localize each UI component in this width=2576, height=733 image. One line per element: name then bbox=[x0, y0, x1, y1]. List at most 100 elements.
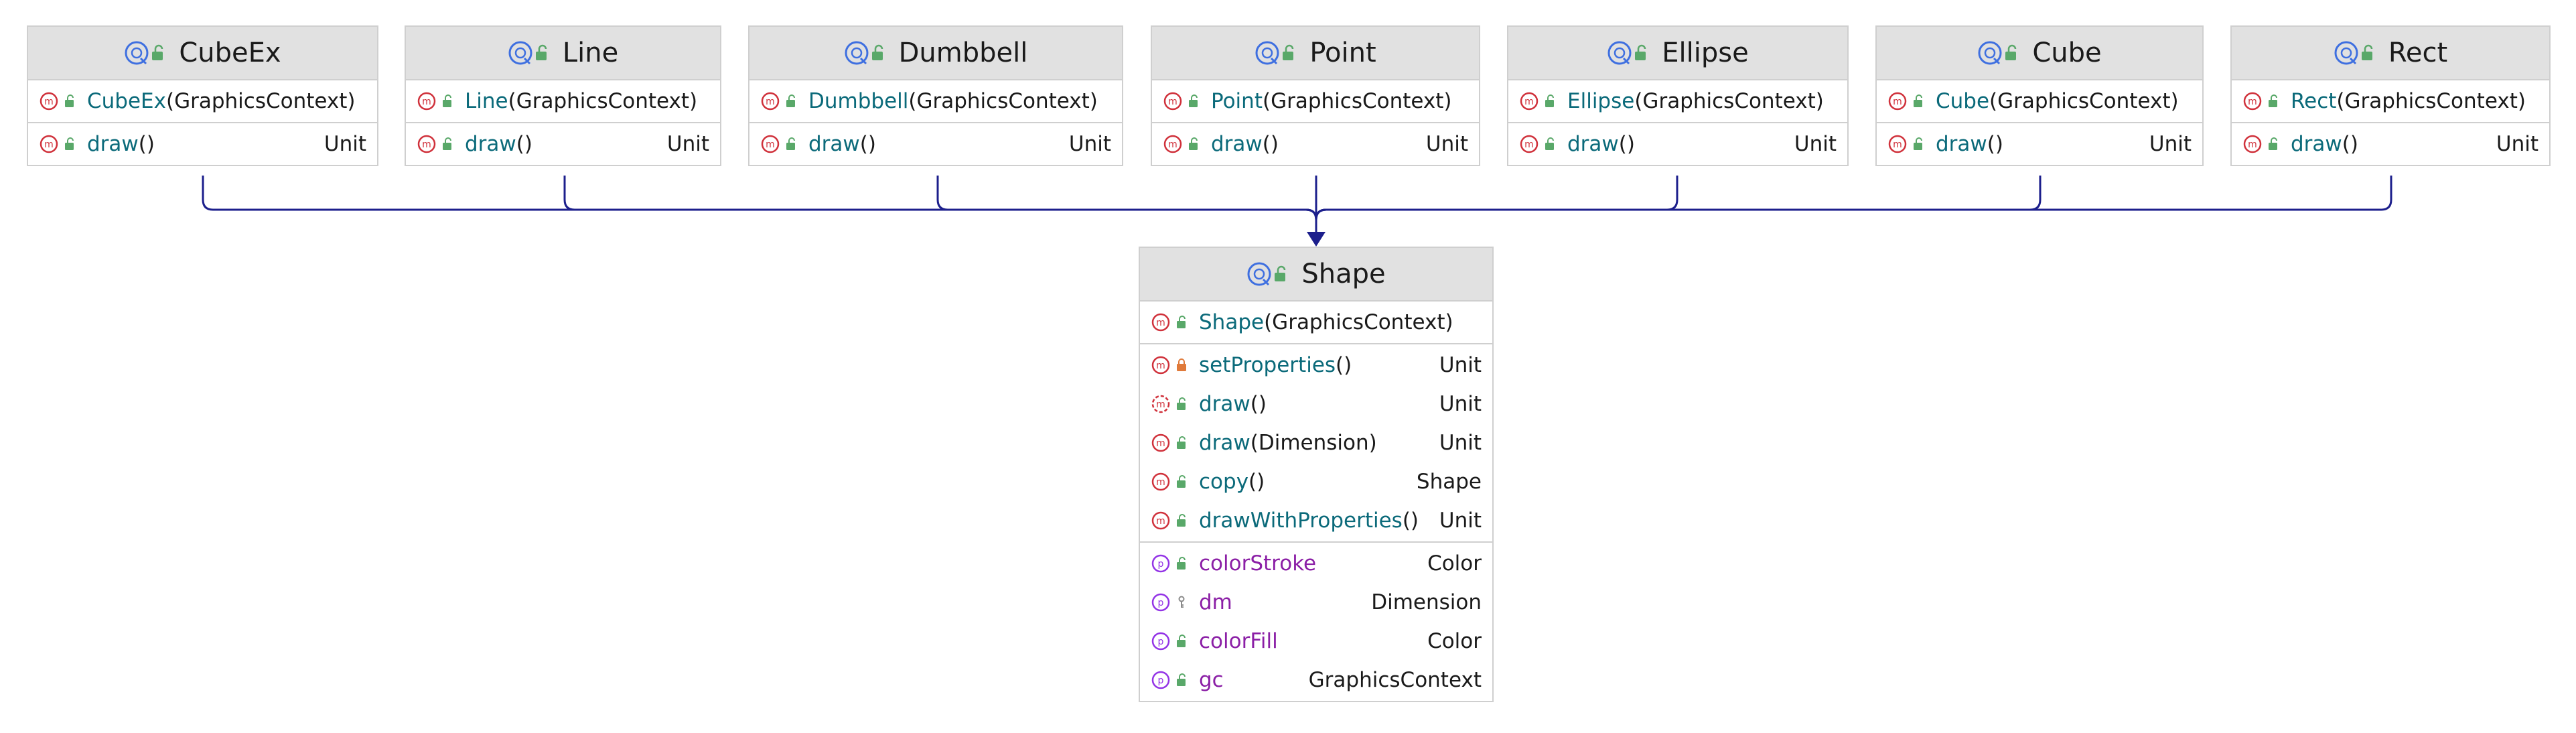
property-name: dm bbox=[1199, 590, 1232, 614]
member-name: copy bbox=[1199, 470, 1249, 494]
svg-text:p: p bbox=[1158, 675, 1164, 686]
class-icons bbox=[2334, 40, 2376, 66]
property-icon: p bbox=[1151, 592, 1171, 612]
method-row[interactable]: m draw() Unit bbox=[1877, 125, 2202, 163]
svg-text:m: m bbox=[422, 139, 431, 150]
abstract-class-icon bbox=[845, 41, 869, 65]
method-row[interactable]: m draw() Unit bbox=[1152, 125, 1479, 163]
svg-text:m: m bbox=[1524, 96, 1534, 107]
member-params: (GraphicsContext) bbox=[1634, 89, 1824, 113]
member-params: (GraphicsContext) bbox=[508, 89, 698, 113]
class-shape[interactable]: Shape m Shape(GraphicsContext) m setProp… bbox=[1139, 247, 1494, 702]
member-params: () bbox=[516, 132, 532, 156]
method-row[interactable]: m draw() Unit bbox=[2232, 125, 2549, 163]
constructor-row[interactable]: m Rect(GraphicsContext) bbox=[2232, 82, 2549, 121]
member-name: Cube bbox=[1936, 89, 1990, 113]
svg-text:m: m bbox=[1168, 96, 1177, 107]
methods-section: m draw() Unit bbox=[2232, 123, 2549, 165]
property-row[interactable]: p gc GraphicsContext bbox=[1140, 661, 1492, 699]
public-lock-icon bbox=[784, 137, 799, 151]
member-name: draw bbox=[87, 132, 139, 156]
class-rect[interactable]: Rect m Rect(GraphicsContext) m draw() Un… bbox=[2230, 25, 2551, 166]
svg-text:m: m bbox=[766, 139, 775, 150]
public-lock-icon bbox=[1912, 94, 1926, 109]
svg-text:m: m bbox=[1524, 139, 1534, 150]
public-lock-icon bbox=[2267, 94, 2281, 109]
constructor-row[interactable]: m Ellipse(GraphicsContext) bbox=[1508, 82, 1847, 121]
member-name: draw bbox=[2291, 132, 2342, 156]
constructor-row[interactable]: m Point(GraphicsContext) bbox=[1152, 82, 1479, 121]
constructor-row[interactable]: m CubeEx(GraphicsContext) bbox=[28, 82, 377, 121]
public-lock-icon bbox=[1175, 474, 1190, 489]
class-header: Dumbbell bbox=[749, 27, 1122, 80]
svg-text:p: p bbox=[1158, 598, 1164, 608]
methods-section: m draw() Unit bbox=[28, 123, 377, 165]
method-row[interactable]: m draw() Unit bbox=[406, 125, 720, 163]
member-type: Unit bbox=[1439, 509, 1482, 533]
constructor-row[interactable]: m Line(GraphicsContext) bbox=[406, 82, 720, 121]
member-params: () bbox=[1402, 509, 1419, 533]
method-row[interactable]: m copy() Shape bbox=[1140, 462, 1492, 501]
edge-line-to-shape bbox=[563, 176, 1317, 235]
member-name: draw bbox=[808, 132, 860, 156]
member-name: drawWithProperties bbox=[1199, 509, 1403, 533]
class-line[interactable]: Line m Line(GraphicsContext) m draw() Un… bbox=[405, 25, 721, 166]
public-lock-icon bbox=[1175, 397, 1190, 411]
svg-text:m: m bbox=[2248, 139, 2257, 150]
class-cubeex[interactable]: CubeEx m CubeEx(GraphicsContext) m draw(… bbox=[27, 25, 378, 166]
class-ellipse[interactable]: Ellipse m Ellipse(GraphicsContext) m dra… bbox=[1507, 25, 1849, 166]
public-lock-icon bbox=[784, 94, 799, 109]
member-type: Unit bbox=[1068, 132, 1111, 156]
public-lock-icon bbox=[2361, 44, 2373, 60]
constructors-section: m Ellipse(GraphicsContext) bbox=[1508, 80, 1847, 123]
properties-section: p colorStroke Color p dm Dimension p col… bbox=[1140, 543, 1492, 701]
member-type: Shape bbox=[1416, 470, 1482, 494]
property-icon: p bbox=[1151, 553, 1171, 574]
class-dumbbell[interactable]: Dumbbell m Dumbbell(GraphicsContext) m d… bbox=[748, 25, 1123, 166]
member-type: GraphicsContext bbox=[1308, 668, 1482, 692]
svg-text:m: m bbox=[1893, 139, 1902, 150]
constructor-row[interactable]: m Cube(GraphicsContext) bbox=[1877, 82, 2202, 121]
member-name: Shape bbox=[1199, 310, 1265, 334]
method-icon: m bbox=[1887, 91, 1908, 111]
method-row[interactable]: m draw() Unit bbox=[1508, 125, 1847, 163]
public-lock-icon bbox=[63, 137, 78, 151]
methods-section: m draw() Unit bbox=[1508, 123, 1847, 165]
member-type: Unit bbox=[1439, 392, 1482, 416]
constructor-row[interactable]: m Shape(GraphicsContext) bbox=[1140, 303, 1492, 342]
member-type: Unit bbox=[1794, 132, 1837, 156]
method-row[interactable]: m draw() Unit bbox=[28, 125, 377, 163]
class-point[interactable]: Point m Point(GraphicsContext) m draw() … bbox=[1151, 25, 1480, 166]
svg-text:p: p bbox=[1158, 559, 1164, 570]
method-icon: m bbox=[417, 134, 437, 154]
svg-text:m: m bbox=[1156, 360, 1165, 371]
edge-rect-to-shape bbox=[1315, 176, 2392, 235]
method-row[interactable]: m setProperties() Unit bbox=[1140, 346, 1492, 385]
class-name: Rect bbox=[2388, 38, 2448, 68]
member-type: Unit bbox=[324, 132, 366, 156]
public-lock-icon bbox=[441, 94, 455, 109]
abstract-class-icon bbox=[1607, 41, 1632, 65]
method-row[interactable]: m draw(Dimension) Unit bbox=[1140, 423, 1492, 462]
method-icon: m bbox=[1151, 312, 1171, 332]
public-lock-icon bbox=[1543, 137, 1558, 151]
svg-text:m: m bbox=[2248, 96, 2257, 107]
public-lock-icon bbox=[2005, 44, 2017, 60]
method-row[interactable]: m draw() Unit bbox=[749, 125, 1122, 163]
property-row[interactable]: p dm Dimension bbox=[1140, 583, 1492, 622]
method-row[interactable]: m drawWithProperties() Unit bbox=[1140, 501, 1492, 540]
method-icon: m bbox=[760, 134, 780, 154]
method-icon: m bbox=[1887, 134, 1908, 154]
method-row[interactable]: m draw() Unit bbox=[1140, 385, 1492, 423]
property-icon: p bbox=[1151, 670, 1171, 690]
member-params: (GraphicsContext) bbox=[908, 89, 1098, 113]
property-row[interactable]: p colorFill Color bbox=[1140, 622, 1492, 661]
property-row[interactable]: p colorStroke Color bbox=[1140, 544, 1492, 583]
method-icon: m bbox=[39, 134, 59, 154]
member-name: draw bbox=[1567, 132, 1619, 156]
class-header: Line bbox=[406, 27, 720, 80]
class-header: Cube bbox=[1877, 27, 2202, 80]
constructor-row[interactable]: m Dumbbell(GraphicsContext) bbox=[749, 82, 1122, 121]
class-cube[interactable]: Cube m Cube(GraphicsContext) m draw() Un… bbox=[1875, 25, 2204, 166]
member-type: Color bbox=[1427, 551, 1482, 576]
